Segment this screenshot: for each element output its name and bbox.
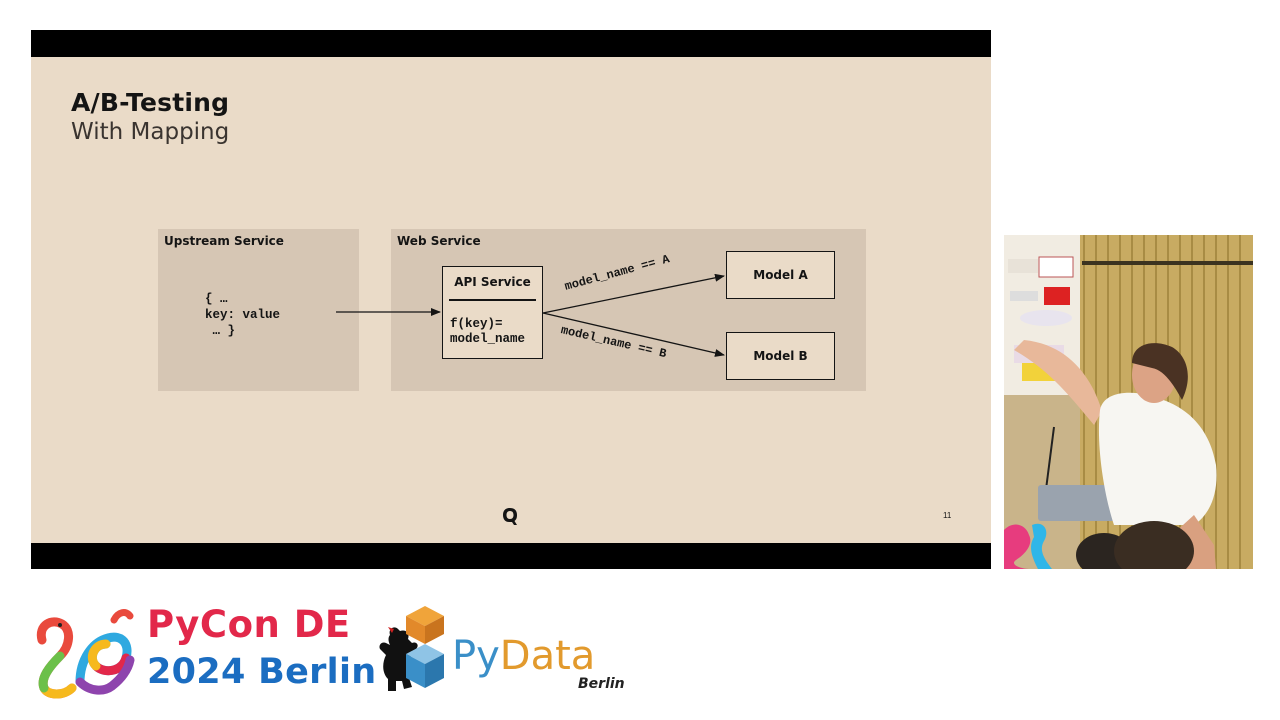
upstream-service-panel: Upstream Service { … key: value … } — [158, 229, 359, 391]
model-a-box: Model A — [726, 251, 835, 299]
web-service-label: Web Service — [397, 234, 481, 248]
speaker-video — [1004, 235, 1253, 569]
speaker-scene-image — [1004, 235, 1253, 569]
model-b-label: Model B — [753, 349, 808, 363]
berlin-bear-icon — [379, 627, 418, 691]
slide-subtitle: With Mapping — [71, 119, 230, 145]
model-b-box: Model B — [726, 332, 835, 380]
pydata-data: Data — [499, 633, 596, 679]
pycon-snake-logo-icon — [36, 609, 135, 699]
pydata-title: PyData — [452, 633, 595, 679]
pydata-cube-logo-icon — [406, 606, 444, 688]
pycon-year-city: 2024 Berlin — [147, 652, 377, 692]
api-service-box: API Service f(key)= model_name — [442, 266, 543, 359]
presentation-video-frame: A/B-Testing With Mapping Upstream Servic… — [31, 30, 991, 569]
pycon-title: PyCon DE — [147, 603, 351, 646]
api-to-model-b-arrow — [542, 312, 725, 357]
payload-text: { … key: value … } — [205, 292, 281, 338]
slide-logo-icon — [503, 508, 517, 525]
upstream-service-label: Upstream Service — [164, 234, 284, 248]
pydata-py: Py — [452, 633, 500, 679]
api-divider — [449, 299, 536, 301]
page-number: 11 — [943, 511, 952, 520]
model-a-label: Model A — [753, 268, 808, 282]
api-to-model-a-arrow — [542, 273, 725, 314]
diagram-arrows — [336, 273, 725, 357]
conference-branding: PyCon DE 2024 Berlin PyData Berlin — [30, 600, 630, 700]
slide: A/B-Testing With Mapping Upstream Servic… — [31, 57, 991, 543]
api-service-title: API Service — [454, 275, 531, 289]
slide-title: A/B-Testing — [71, 88, 230, 117]
pydata-city: Berlin — [578, 676, 625, 692]
api-function-text: f(key)= model_name — [450, 317, 526, 346]
